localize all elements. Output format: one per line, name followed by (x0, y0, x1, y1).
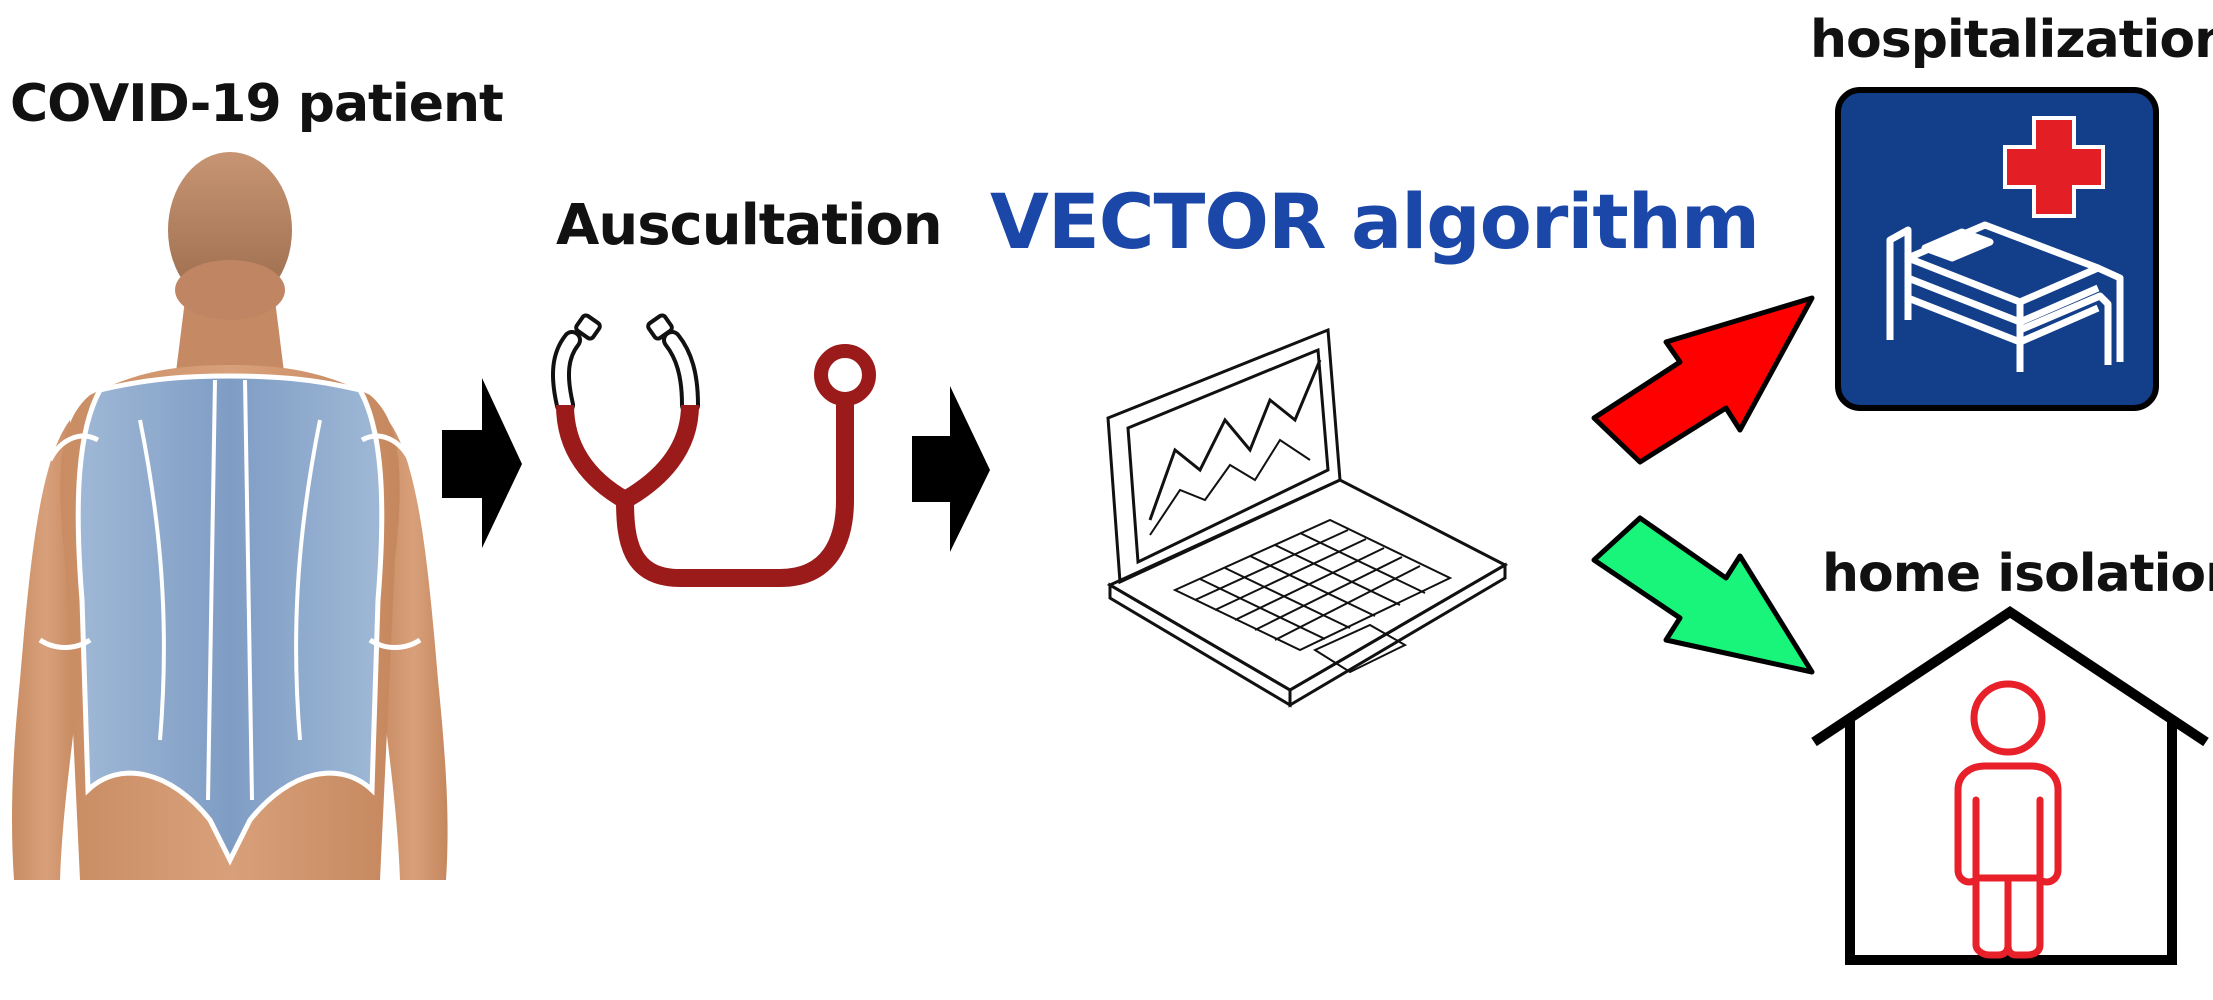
patient-back-figure-icon (12, 152, 448, 880)
hospital-bed-icon (1835, 87, 2159, 411)
patient-label: COVID-19 patient (10, 74, 504, 134)
hospitalization-label: hospitalization (1810, 10, 2213, 70)
flow-arrow-1 (442, 378, 522, 548)
person-icon (1954, 680, 2062, 959)
auscultation-label: Auscultation (556, 193, 943, 258)
flow-arrow-2 (912, 386, 990, 552)
home-isolation-label: home isolation (1822, 544, 2213, 604)
stethoscope-icon (551, 313, 876, 587)
medical-cross-icon (2003, 116, 2105, 218)
algorithm-label: VECTOR algorithm (990, 177, 1760, 266)
home-isolation-icon (1811, 606, 2209, 965)
laptop-icon (1106, 327, 1509, 708)
arrow-to-hospitalization (1591, 295, 1815, 465)
arrow-to-home-isolation (1591, 515, 1815, 675)
